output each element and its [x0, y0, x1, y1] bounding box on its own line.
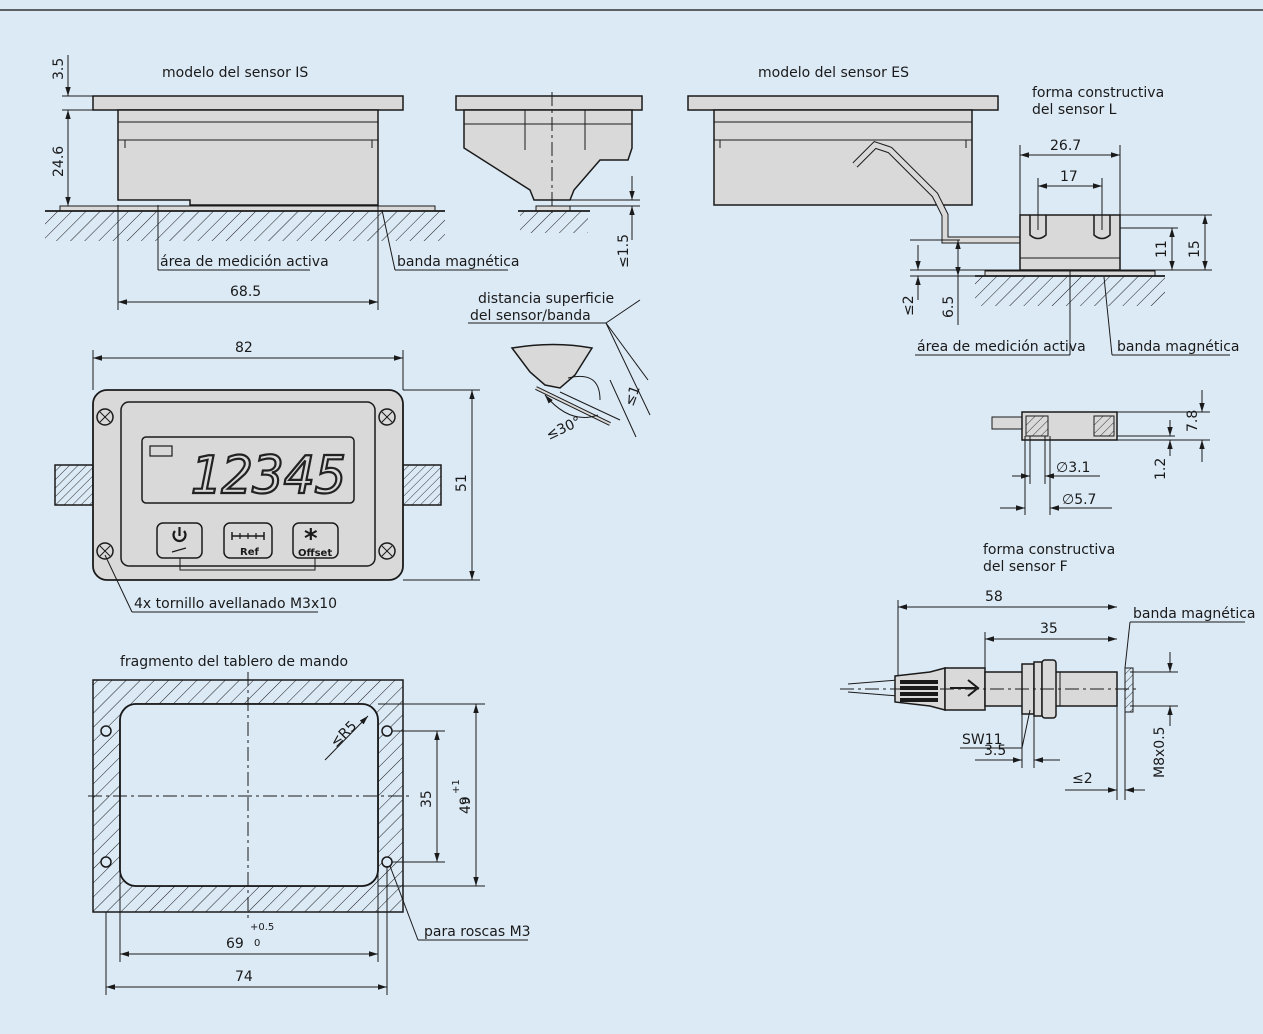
screw-icon	[96, 542, 114, 560]
display-lcd	[141, 436, 355, 504]
sensor-l-drawing: forma constructiva del sensor L 26.7 17 …	[901, 85, 1240, 356]
display-screws-label: 4x tornillo avellanado M3x10	[134, 596, 337, 612]
sensor-l-dim-26-7: 26.7	[1050, 138, 1081, 154]
gap-dim-1: ≤1	[622, 383, 644, 408]
sensor-is-label-band: banda magnética	[397, 254, 520, 270]
sensor-f-dim-thread: M8x0.5	[1152, 726, 1168, 778]
sensor-es-drawing: modelo del sensor ES	[687, 65, 1020, 244]
panel-dim-49-tol-up: +1	[451, 779, 462, 794]
sensor-f-dim-58: 58	[985, 589, 1003, 605]
sensor-f-label-sw: SW11	[962, 732, 1003, 748]
sensor-l-front-view: 7.8 1.2 ∅3.1 ∅5.7	[991, 390, 1210, 515]
sensor-is-dim-top: 3.5	[51, 58, 67, 80]
screw-icon	[378, 542, 396, 560]
sensor-l-dim-le2: ≤2	[901, 295, 917, 316]
display-lcd-value: 12345	[190, 446, 347, 506]
sensor-is-title: modelo del sensor IS	[162, 65, 308, 81]
panel-dim-49: 49	[458, 796, 474, 814]
ref-key[interactable]: Ref	[223, 522, 273, 559]
ref-key-label: Ref	[240, 547, 259, 558]
sensor-f-dim-le2: ≤2	[1072, 771, 1093, 787]
sensor-is-label-active: área de medición activa	[160, 254, 329, 270]
sensor-is-dim-width: 68.5	[230, 284, 261, 300]
sensor-f-dim-3-5: 3.5	[984, 743, 1006, 759]
panel-dim-69-tol-up: +0.5	[250, 922, 274, 933]
power-key[interactable]	[156, 522, 203, 559]
sensor-es-title: modelo del sensor ES	[758, 65, 909, 81]
panel-cutout: fragmento del tablero de mando ≤R5 35 49…	[88, 654, 531, 995]
hole-icon	[381, 725, 393, 737]
offset-key[interactable]: * Offset	[292, 522, 339, 559]
sensor-f-dim-35: 35	[1040, 621, 1058, 637]
sensor-l-dim-d5-7: ∅5.7	[1062, 492, 1096, 508]
panel-dim-35: 35	[419, 790, 435, 808]
gap-dim-1-5: ≤1.5	[616, 234, 632, 268]
panel-dim-49-tol-low: 0	[461, 798, 472, 804]
sensor-l-label-active: área de medición activa	[917, 339, 1086, 355]
sensor-f-title-2: del sensor F	[983, 559, 1068, 575]
sensor-l-dim-d3-1: ∅3.1	[1056, 460, 1090, 476]
sensor-l-dim-17: 17	[1060, 169, 1078, 185]
sensor-l-title-2: del sensor L	[1032, 102, 1117, 118]
hole-icon	[100, 725, 112, 737]
power-icon	[172, 530, 187, 543]
sensor-is-dim-height: 24.6	[51, 146, 67, 177]
display-dim-height: 51	[454, 474, 470, 492]
sensor-side-view: ≤1.5	[455, 92, 643, 268]
screw-icon	[96, 408, 114, 426]
panel-label-threads: para roscas M3	[424, 924, 531, 940]
display-dim-width: 82	[235, 340, 253, 356]
panel-dim-69-tol-low: 0	[254, 938, 260, 949]
offset-key-label: Offset	[298, 548, 332, 559]
hole-icon	[100, 856, 112, 868]
sensor-l-dim-1-2: 1.2	[1153, 458, 1169, 480]
sensor-f-label-band: banda magnética	[1133, 606, 1256, 622]
panel-dim-69: 69	[226, 936, 244, 952]
ruler-icon	[231, 532, 265, 540]
screw-icon	[378, 408, 396, 426]
sensor-is-drawing: modelo del sensor IS 3.5 24.6 68.5 área …	[45, 55, 520, 310]
sensor-l-dim-6-5: 6.5	[941, 296, 957, 318]
gap-label-line1: distancia superficie	[478, 291, 614, 307]
sensor-f-title-1: forma constructiva	[983, 542, 1115, 558]
sensor-l-title-1: forma constructiva	[1032, 85, 1164, 101]
sensor-l-dim-15: 15	[1187, 240, 1203, 258]
panel-dim-74: 74	[235, 969, 253, 985]
asterisk-icon: *	[304, 524, 318, 554]
sensor-l-dim-11: 11	[1154, 240, 1170, 258]
panel-title: fragmento del tablero de mando	[120, 654, 348, 670]
display-unit: 82 51 12345	[54, 340, 480, 613]
hole-icon	[381, 856, 393, 868]
sensor-l-dim-7-8: 7.8	[1185, 410, 1201, 432]
sensor-is-flange	[92, 95, 404, 111]
gap-label-line2: del sensor/banda	[470, 308, 591, 324]
sensor-is-body	[117, 109, 379, 206]
sensor-f-drawing: forma constructiva del sensor F 58 35 ba…	[840, 542, 1256, 800]
sensor-l-label-band: banda magnética	[1117, 339, 1240, 355]
